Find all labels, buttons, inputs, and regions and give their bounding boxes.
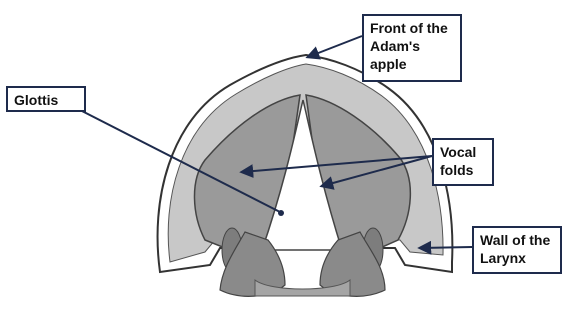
adams-apple-label-line-2: Adam's	[370, 37, 454, 55]
larynx-wall-leader-line	[420, 247, 472, 248]
glottis-label: Glottis	[6, 86, 86, 112]
vocal-folds-label-line-1: Vocal	[440, 143, 486, 161]
larynx-wall-label-line-1: Wall of the	[480, 231, 554, 249]
glottis-label-text: Glottis	[14, 91, 78, 109]
vocal-folds-label-line-2: folds	[440, 161, 486, 179]
adams-apple-label: Front of the Adam's apple	[362, 14, 462, 82]
vocal-folds-label: Vocal folds	[432, 138, 494, 186]
adams-apple-leader-line	[308, 36, 362, 57]
larynx-wall-label-line-2: Larynx	[480, 249, 554, 267]
adams-apple-label-line-1: Front of the	[370, 19, 454, 37]
larynx-wall-label: Wall of the Larynx	[472, 226, 562, 274]
adams-apple-label-line-3: apple	[370, 55, 454, 73]
